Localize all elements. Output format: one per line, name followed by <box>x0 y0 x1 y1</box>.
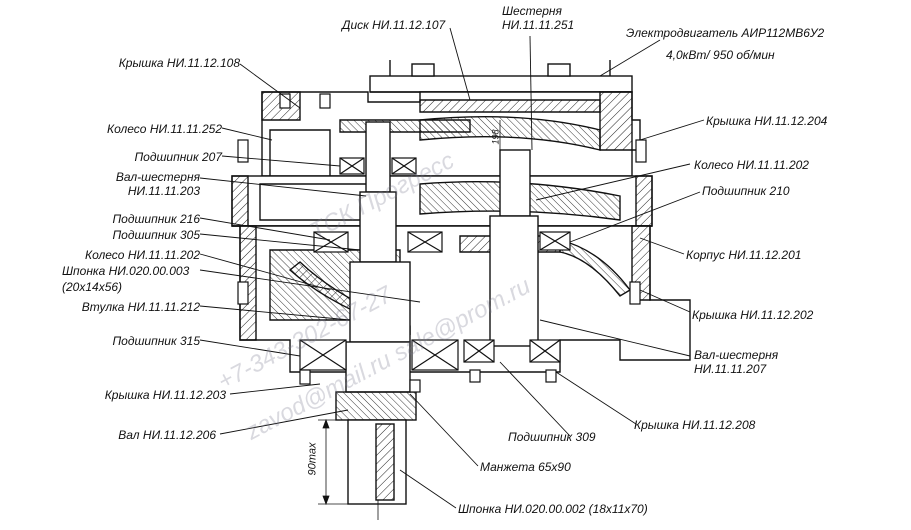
label-cover-204: Крышка НИ.11.12.204 <box>706 114 828 128</box>
bolts <box>237 93 647 393</box>
upper-housing <box>261 91 641 177</box>
label-bearing-305: Подшипник 305 <box>112 228 200 242</box>
label-shaftgear-203-line2: НИ.11.11.203 <box>127 184 200 198</box>
label-shaft-206: Вал НИ.11.12.206 <box>118 428 216 442</box>
label-key-003-line2: (20х14х56) <box>62 280 123 294</box>
label-cover-202: Крышка НИ.11.12.202 <box>692 308 814 322</box>
label-cover-208: Крышка НИ.11.12.208 <box>634 418 756 432</box>
dimension-90max: 90max <box>306 442 319 476</box>
label-bearing-315: Подшипник 315 <box>112 334 200 348</box>
label-shaftgear-207-line2: НИ.11.11.207 <box>694 362 767 376</box>
label-bearing-207: Подшипник 207 <box>134 150 222 164</box>
label-bearing-210: Подшипник 210 <box>702 184 790 198</box>
leader-lines <box>199 27 705 509</box>
label-motor-line2: 4,0кВт/ 950 об/мин <box>666 48 775 62</box>
label-seal: Манжета 65х90 <box>480 460 571 474</box>
label-wheel-252: Колесо НИ.11.11.252 <box>107 122 222 136</box>
label-cover-108: Крышка НИ.11.12.108 <box>118 56 240 70</box>
dimension-lines <box>318 120 501 520</box>
label-motor-line1: Электродвигатель АИР112МВ6У2 <box>626 26 825 40</box>
label-wheel-202-right: Колесо НИ.11.11.202 <box>694 158 809 172</box>
label-key-003-line1: Шпонка НИ.020.00.003 <box>62 264 190 278</box>
label-shaftgear-203-line1: Вал-шестерня <box>115 170 200 184</box>
shafts <box>335 121 539 505</box>
label-shaftgear-207-line1: Вал-шестерня <box>694 348 779 362</box>
label-gear-top-line2: НИ.11.11.251 <box>502 18 575 32</box>
label-gear-top-line1: Шестерня <box>502 4 562 18</box>
motor-mount <box>369 60 633 93</box>
label-wheel-202-left: Колесо НИ.11.11.202 <box>85 248 200 262</box>
label-bushing-212: Втулка НИ.11.11.212 <box>81 300 200 314</box>
label-disk: Диск НИ.11.12.107 <box>342 18 446 32</box>
bearings <box>299 157 571 371</box>
label-cover-203: Крышка НИ.11.12.203 <box>104 388 226 402</box>
label-housing-201: Корпус НИ.11.12.201 <box>686 248 802 262</box>
middle-housing <box>231 175 653 227</box>
label-bearing-216: Подшипник 216 <box>112 212 200 226</box>
label-key-002: Шпонка НИ.020.00.002 (18х11х70) <box>458 502 648 516</box>
dimension-small: 198 <box>490 129 501 145</box>
label-bearing-309: Подшипник 309 <box>508 430 596 444</box>
